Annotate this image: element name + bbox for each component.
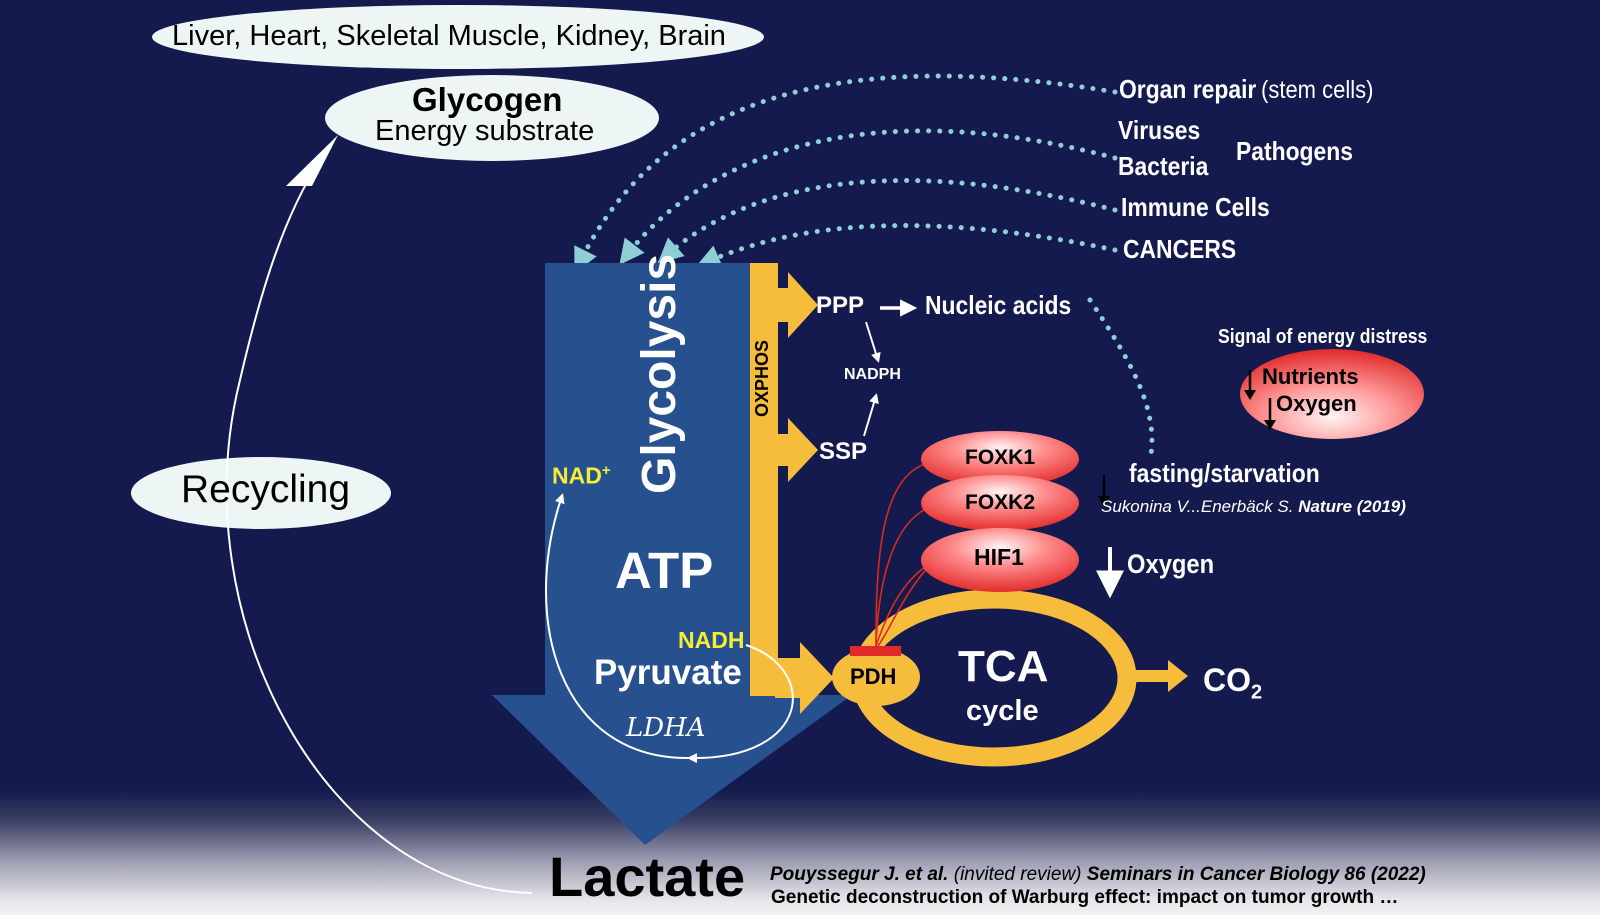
viruses-label: Viruses: [1118, 115, 1201, 145]
ldha-label: LDHA: [626, 713, 706, 743]
nadph-label: NADPH: [844, 366, 901, 383]
nature-citation-authors: Sukonina V...Enerbäck S.: [1101, 497, 1294, 516]
oxphos-ssp-arrow: [775, 418, 818, 482]
fasting-label: fasting/starvation: [1129, 458, 1320, 488]
nad-base: NAD: [552, 462, 602, 489]
ppp-label: PPP: [816, 292, 865, 319]
co2-label: CO2: [1203, 664, 1262, 702]
ssp-to-nadph-arrow: [863, 393, 879, 437]
oxphos-ppp-arrow: [775, 272, 818, 338]
immune-cells-label: Immune Cells: [1121, 192, 1270, 222]
nad-label: NAD+: [552, 463, 611, 488]
nutrients-down-arrowhead: [1244, 390, 1256, 400]
review-citation-line1: Pouyssegur J. et al. (invited review) Se…: [770, 865, 1426, 884]
recycling-ellipse: [131, 457, 391, 529]
foxk2-ellipse: [921, 475, 1079, 531]
hif1-label: HIF1: [974, 544, 1024, 570]
nature-citation: Sukonina V...Enerbäck S. Nature (2019): [1101, 498, 1406, 515]
oxphos-bar: [750, 263, 778, 696]
lactate-label: Lactate: [549, 845, 746, 908]
atp-label: ATP: [615, 542, 714, 599]
tca-subtitle: cycle: [966, 695, 1039, 727]
glycogen-subtitle: Energy substrate: [375, 115, 595, 147]
organs-label: Liver, Heart, Skeletal Muscle, Kidney, B…: [172, 20, 726, 52]
review-journal: Seminars in Cancer Biology 86 (2022): [1086, 864, 1426, 885]
co2-arrow: [1120, 660, 1188, 692]
recycling-label: Recycling: [181, 468, 351, 511]
glycogen-title: Glycogen: [412, 81, 563, 118]
distress-nutrients: Nutrients: [1262, 364, 1359, 389]
bacteria-label: Bacteria: [1118, 151, 1209, 181]
ppp-to-nadph-arrow: [865, 321, 881, 363]
glycolysis-label: Glycolysis: [633, 253, 686, 494]
foxk2-label: FOXK2: [965, 491, 1036, 514]
oxygen-small-down-arrowhead: [1264, 420, 1276, 430]
nadh-ldha-curve: [687, 644, 794, 764]
recycling-curve: [225, 159, 533, 894]
oxphos-pdh-arrow: [775, 642, 834, 714]
pathogens-label: Pathogens: [1236, 136, 1353, 166]
regulator-lines: [875, 461, 934, 647]
organ-repair-note: (stem cells): [1261, 76, 1374, 104]
oxphos-label: OXPHOS: [752, 339, 772, 417]
organ-repair-label: Organ repair(stem cells): [1119, 76, 1389, 103]
hif1-ellipse: [921, 528, 1079, 592]
pdh-ellipse: [832, 648, 920, 706]
review-authors: Pouyssegur J. et al.: [770, 864, 949, 885]
fasting-down-arrowhead: [1098, 496, 1110, 506]
foxk1-label: FOXK1: [965, 446, 1036, 469]
nad-superscript: +: [601, 462, 611, 479]
distress-oxygen: Oxygen: [1276, 391, 1357, 416]
review-title: Genetic deconstruction of Warburg effect…: [771, 887, 1399, 908]
co2-subscript: 2: [1251, 681, 1263, 704]
nature-citation-journal: Nature (2019): [1298, 497, 1406, 516]
review-type: (invited review): [953, 864, 1082, 885]
tca-title: TCA: [958, 642, 1049, 691]
glycogen-ellipse: [325, 75, 659, 161]
pdh-label: PDH: [850, 664, 897, 689]
recycling-arrowhead: [286, 135, 338, 186]
organs-ellipse: [152, 5, 764, 69]
foxk1-ellipse: [921, 431, 1079, 487]
pdh-inhibition-bar: [850, 646, 901, 656]
nucleic-acids-label: Nucleic acids: [925, 290, 1072, 320]
cancers-label: CANCERS: [1123, 234, 1237, 264]
pyruvate-label: Pyruvate: [594, 653, 742, 692]
co2-base: CO: [1203, 662, 1251, 698]
oxygen-label: Oxygen: [1127, 549, 1215, 579]
distress-title: Signal of energy distress: [1218, 326, 1428, 348]
nadh-label: NADH: [678, 627, 745, 653]
dotted-arrows: [574, 73, 1155, 463]
ssp-label: SSP: [819, 438, 868, 465]
ldha-nad-curve: [545, 493, 691, 760]
glycolysis-arrow: [492, 263, 852, 845]
organ-repair-text: Organ repair: [1119, 74, 1257, 104]
distress-ellipse: [1240, 349, 1424, 439]
